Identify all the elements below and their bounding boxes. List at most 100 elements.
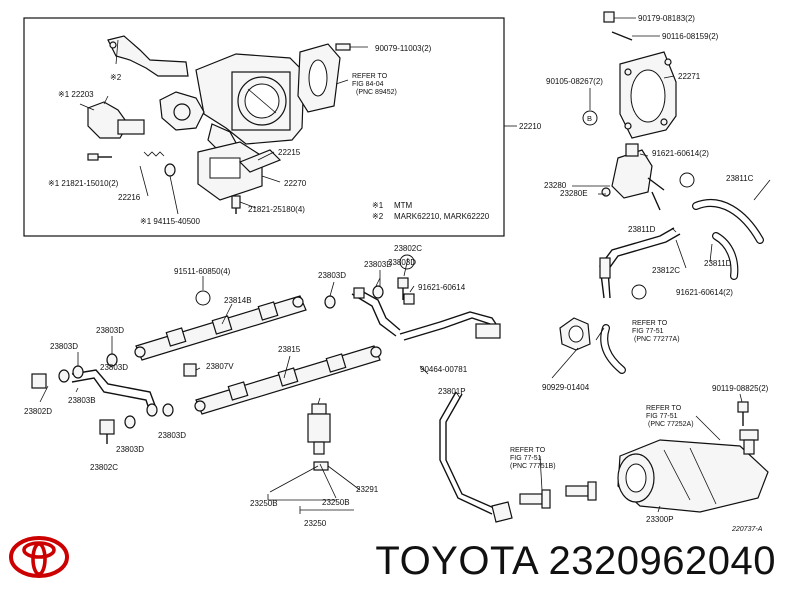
gasket-22271 (619, 51, 677, 139)
clip-90464 (475, 323, 501, 339)
part-labels: 90079-11003(2) REFER TO FIG 84-04 (PNC 8… (24, 14, 769, 533)
label-pnc-89452: (PNC 89452) (356, 89, 397, 96)
idle-valve-22270 (197, 141, 282, 214)
fuel-pipe-23807v (71, 369, 157, 409)
washer-94115 (164, 163, 176, 177)
throttle-sensor-22203 (79, 101, 145, 139)
bolt-90079 (335, 43, 368, 51)
label-23300p: 23300P (646, 515, 674, 524)
label-refer-77252a: REFER TO (646, 405, 682, 412)
label-23803b: 23803B (68, 396, 96, 405)
label-91621-60614-b: 91621-60614(2) (676, 288, 733, 297)
label-23815: 23815 (278, 345, 301, 354)
label-91511-60850: 91511-60850(4) (174, 267, 231, 276)
legend-mark62210: MARK62210, MARK62220 (394, 212, 490, 221)
spring-22216 (139, 151, 165, 197)
label-22210: 22210 (519, 122, 542, 131)
vsv-23280 (601, 143, 665, 211)
delivery-pipe-23814b (134, 295, 307, 361)
label-23803d-h: 23803D (158, 431, 186, 440)
label-fig-84-04: FIG 84-04 (352, 81, 384, 88)
label-23801p: 23801P (438, 387, 466, 396)
label-22215: 22215 (278, 148, 301, 157)
label-90116-08159: 90116-08159(2) (662, 32, 719, 41)
leader-lines (39, 39, 771, 514)
label-fig-77277a: FIG 77-51 (632, 328, 664, 335)
label-23802c-bottom: 23802C (90, 463, 118, 472)
label-bracket-mark: ※2 (110, 73, 122, 82)
bracket-part (107, 35, 189, 77)
toyota-logo-icon (8, 526, 70, 588)
reference-b-markers (195, 110, 695, 306)
legend-mark-1: ※1 (372, 201, 384, 210)
label-pnc-77277a: (PNC 77277A) (634, 336, 680, 343)
throttle-body (159, 53, 305, 155)
bolt-90179 (603, 11, 615, 23)
label-23802c-top: 23802C (394, 244, 422, 253)
label-refer-77751b: REFER TO (510, 447, 546, 454)
label-23812c: 23812C (652, 266, 680, 275)
label-23802d: 23802D (24, 407, 52, 416)
label-23803d-e: 23803D (50, 342, 78, 351)
label-23803d-f: 23803D (100, 363, 128, 372)
label-23250b-a: 23250B (250, 499, 278, 508)
label-23280e: 23280E (560, 189, 588, 198)
label-22216: 22216 (118, 193, 141, 202)
fuel-regulator-23300p (617, 429, 769, 513)
label-90464-00781: 90464-00781 (420, 365, 468, 374)
label-fig-77751b: FIG 77-51 (510, 455, 542, 462)
screw-21821-15010 (87, 153, 112, 161)
label-23291: 23291 (356, 485, 379, 494)
legend-mtm: MTM (394, 201, 413, 210)
pipe-23801p (439, 391, 493, 515)
label-90119-08825: 90119-08825(2) (712, 384, 769, 393)
label-23807v: 23807V (206, 362, 234, 371)
label-pnc-77751b: (PNC 77751B) (510, 463, 556, 470)
fittings-77751b (519, 481, 597, 509)
label-22271: 22271 (678, 72, 701, 81)
label-23803d-g: 23803D (116, 445, 144, 454)
label-91621-60614-a: 91621-60614(2) (652, 149, 709, 158)
throttle-body-frame (23, 17, 505, 237)
label-23280: 23280 (544, 181, 567, 190)
label-90079-11003: 90079-11003(2) (375, 44, 432, 53)
label-90929-01404: 90929-01404 (542, 383, 590, 392)
label-b-1: B (587, 114, 592, 123)
label-refer-77277a: REFER TO (632, 320, 668, 327)
pipe-upper-23803 (351, 293, 397, 337)
label-23250: 23250 (304, 519, 327, 528)
label-23803d-a: 23803D (318, 271, 346, 280)
label-90179-08183: 90179-08183(2) (638, 14, 695, 23)
label-21821-15010: ※1 21821-15010(2) (48, 179, 119, 188)
label-22203: ※1 22203 (58, 90, 94, 99)
label-22270: 22270 (284, 179, 307, 188)
stud-90116 (611, 31, 633, 41)
label-23811d-a: 23811D (628, 225, 656, 234)
parts-diagram: 90079-11003(2) REFER TO FIG 84-04 (PNC 8… (23, 11, 771, 533)
legend-mark-2: ※2 (372, 212, 384, 221)
label-23811c: 23811C (726, 174, 754, 183)
label-23250b-b: 23250B (322, 498, 350, 507)
part-number-title: TOYOTA 2320962040 (375, 539, 776, 583)
label-fig-77252a: FIG 77-51 (646, 413, 678, 420)
delivery-pipe-23815 (194, 345, 382, 415)
bracket-hole (109, 41, 117, 49)
parts-diagram-svg: 90079-11003(2) REFER TO FIG 84-04 (PNC 8… (23, 11, 771, 533)
gasket-opening (308, 59, 328, 97)
injector-23250 (307, 403, 331, 471)
label-23814b: 23814B (224, 296, 252, 305)
label-94115-40500: ※1 94115-40500 (140, 217, 200, 226)
label-91621-60614-c: 91621-60614 (418, 283, 466, 292)
toyota-logo-shape (9, 536, 69, 578)
label-21821-25180: 21821-25180(4) (248, 205, 305, 214)
label-90105-08267: 90105-08267(2) (546, 77, 603, 86)
label-23811d-b: 23811D (704, 259, 732, 268)
label-23803d-b: 23803D (364, 260, 392, 269)
bolt-90119 (737, 401, 749, 413)
clamp-90929 (559, 317, 591, 351)
label-refer-84-04: REFER TO (352, 73, 388, 80)
label-pnc-77252a: (PNC 77252A) (648, 421, 694, 428)
label-23803d-d: 23803D (96, 326, 124, 335)
label-23803d-c: 23803D (388, 258, 416, 267)
label-figure-id: 220737-A (731, 526, 763, 533)
